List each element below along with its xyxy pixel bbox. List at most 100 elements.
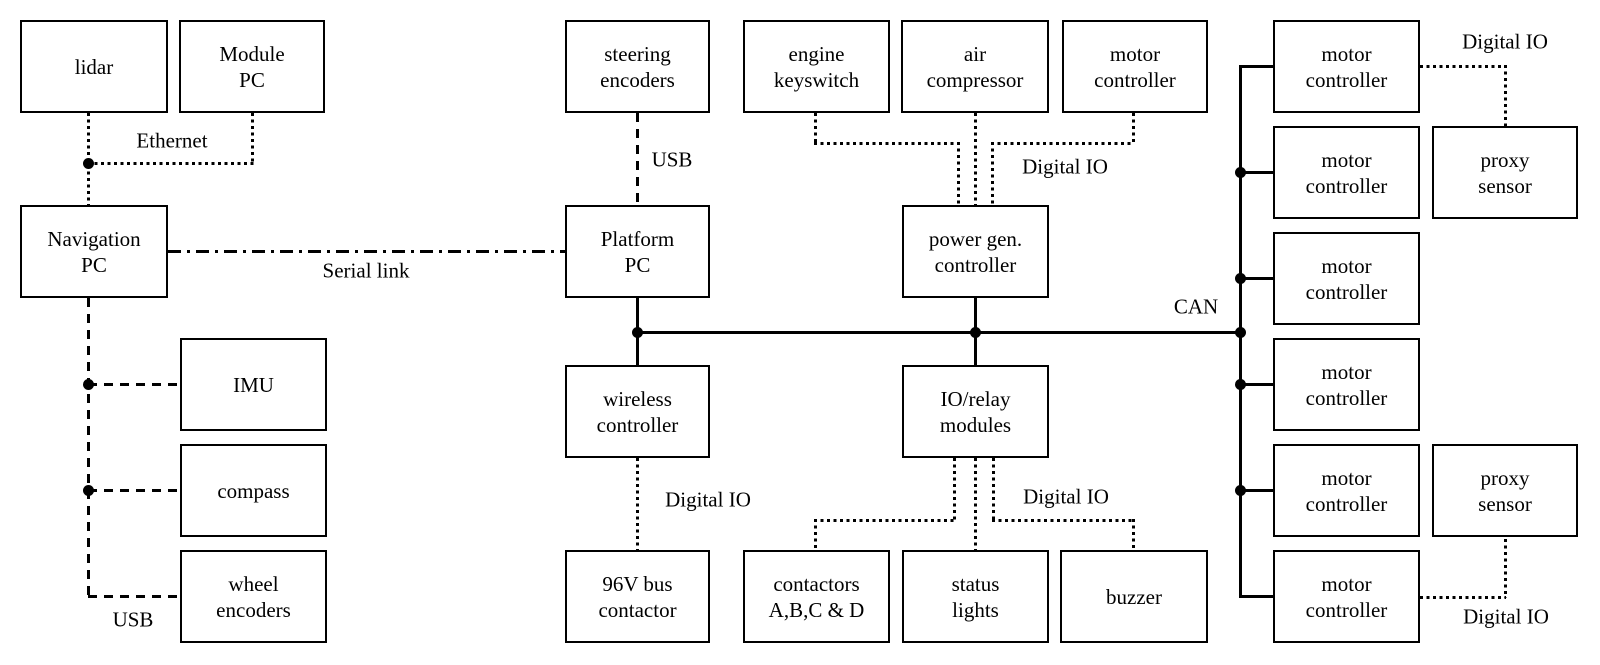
line-dio-statuslights-drop [973,458,977,551]
node-lidar: lidar [20,20,168,113]
node-motor-controller-3-label: motor controller [1305,253,1388,304]
junction-dot-can-powergen [969,326,981,338]
node-module-pc: Module PC [179,20,325,113]
line-dio-relay-right-drop [991,458,995,521]
node-power-gen-controller-label: power gen. controller [928,226,1023,277]
node-proxy-sensor-2: proxy sensor [1432,444,1578,537]
junction-dot-ethernet [82,157,94,169]
node-motor-controller-1-label: motor controller [1305,41,1388,92]
node-engine-keyswitch-label: engine keyswitch [773,41,860,92]
line-dio-relay-right-horizontal [992,518,1134,522]
line-dio-contactors-drop [813,519,817,551]
label-digital-io-top: Digital IO [1022,154,1108,179]
node-motor-controller-2-label: motor controller [1305,147,1388,198]
node-motor-controller-aux-label: motor controller [1094,41,1176,92]
junction-dot-can-trunk [1234,326,1246,338]
label-digital-io-right-bottom: Digital IO [1463,604,1549,629]
node-power-gen-controller: power gen. controller [902,205,1049,298]
label-digital-io-wireless: Digital IO [665,487,751,512]
junction-dot-usb-compass [82,484,94,496]
node-proxy-sensor-1-label: proxy sensor [1478,147,1532,198]
node-navigation-pc-label: Navigation PC [47,226,141,277]
node-96v-bus-contactor-label: 96V bus contactor [598,571,677,622]
node-engine-keyswitch: engine keyswitch [743,20,890,113]
line-usb-navpc-trunk [86,298,90,597]
node-wireless-controller: wireless controller [565,365,710,458]
node-wheel-encoders: wheel encoders [180,550,327,643]
node-io-relay-modules: IO/relay modules [902,365,1049,458]
line-dio-wireless-buscontactor [635,458,639,551]
line-can-stub-mc1 [1239,64,1273,68]
node-lidar-label: lidar [74,54,114,79]
node-wheel-encoders-label: wheel encoders [216,571,291,622]
line-dio-motorctl-horizontal [991,141,1134,145]
node-motor-controller-4-label: motor controller [1305,359,1388,410]
line-dio-proxy2-drop [1503,539,1507,598]
label-serial-link: Serial link [322,258,410,283]
node-motor-controller-2: motor controller [1273,126,1420,219]
line-dio-mc1-horizontal [1420,64,1506,68]
node-contactors-abcd: contactors A,B,C & D [743,550,890,643]
node-imu-label: IMU [233,372,274,397]
node-proxy-sensor-2-label: proxy sensor [1478,465,1532,516]
line-can-stub-mc2 [1239,170,1273,174]
node-motor-controller-5: motor controller [1273,444,1420,537]
label-digital-io-relay: Digital IO [1023,484,1109,509]
node-imu: IMU [180,338,327,431]
node-platform-pc: Platform PC [565,205,710,298]
node-navigation-pc: Navigation PC [20,205,168,298]
line-can-stub-mc6 [1239,594,1273,598]
line-usb-steering-platform [635,113,639,205]
line-dio-proxy1-drop [1503,65,1507,127]
junction-dot-can-mc4 [1234,378,1246,390]
junction-dot-can-mc5 [1234,484,1246,496]
node-motor-controller-1: motor controller [1273,20,1420,113]
node-buzzer: buzzer [1060,550,1208,643]
node-contactors-abcd-label: contactors A,B,C & D [768,571,865,622]
node-module-pc-label: Module PC [219,41,285,92]
line-dio-keyswitch-horizontal [814,141,959,145]
line-usb-compass-branch [88,488,180,492]
line-dio-motorctl-drop [1131,113,1135,144]
label-usb-left: USB [112,607,154,632]
node-status-lights: status lights [902,550,1049,643]
node-wireless-controller-label: wireless controller [596,386,679,437]
line-dio-relay-left-drop [952,458,956,521]
line-dio-motorctl-to-powergen [990,142,994,206]
junction-dot-can-mc2 [1234,166,1246,178]
node-air-compressor-label: air compressor [926,41,1024,92]
line-can-bus-horizontal [637,330,1241,334]
node-steering-encoders: steering encoders [565,20,710,113]
junction-dot-usb-imu [82,378,94,390]
node-motor-controller-6: motor controller [1273,550,1420,643]
node-steering-encoders-label: steering encoders [600,41,675,92]
node-motor-controller-aux: motor controller [1062,20,1208,113]
line-can-stub-mc3 [1239,276,1273,280]
label-ethernet: Ethernet [136,128,208,153]
junction-dot-can-mc3 [1234,272,1246,284]
node-status-lights-label: status lights [951,571,1000,622]
line-dio-aircompressor-to-powergen [973,113,977,206]
line-ethernet-modulepc-drop [250,113,254,165]
node-motor-controller-4: motor controller [1273,338,1420,431]
line-dio-relay-left-horizontal [814,518,955,522]
line-usb-wheelencoders-branch [88,594,180,598]
node-proxy-sensor-1: proxy sensor [1432,126,1578,219]
node-buzzer-label: buzzer [1106,584,1162,609]
line-dio-buzzer-drop [1131,519,1135,551]
line-usb-imu-branch [88,382,180,386]
line-dio-mc6-horizontal [1420,595,1506,599]
label-digital-io-right-top: Digital IO [1462,29,1548,54]
line-dio-keyswitch-drop [813,113,817,144]
label-usb-steering: USB [651,147,693,172]
node-motor-controller-3: motor controller [1273,232,1420,325]
node-96v-bus-contactor: 96V bus contactor [565,550,710,643]
label-can: CAN [1173,294,1219,319]
line-can-stub-mc4 [1239,382,1273,386]
node-motor-controller-6-label: motor controller [1305,571,1388,622]
node-compass-label: compass [217,478,290,503]
node-io-relay-modules-label: IO/relay modules [939,386,1012,437]
junction-dot-can-platform [631,326,643,338]
node-motor-controller-5-label: motor controller [1305,465,1388,516]
node-air-compressor: air compressor [901,20,1049,113]
